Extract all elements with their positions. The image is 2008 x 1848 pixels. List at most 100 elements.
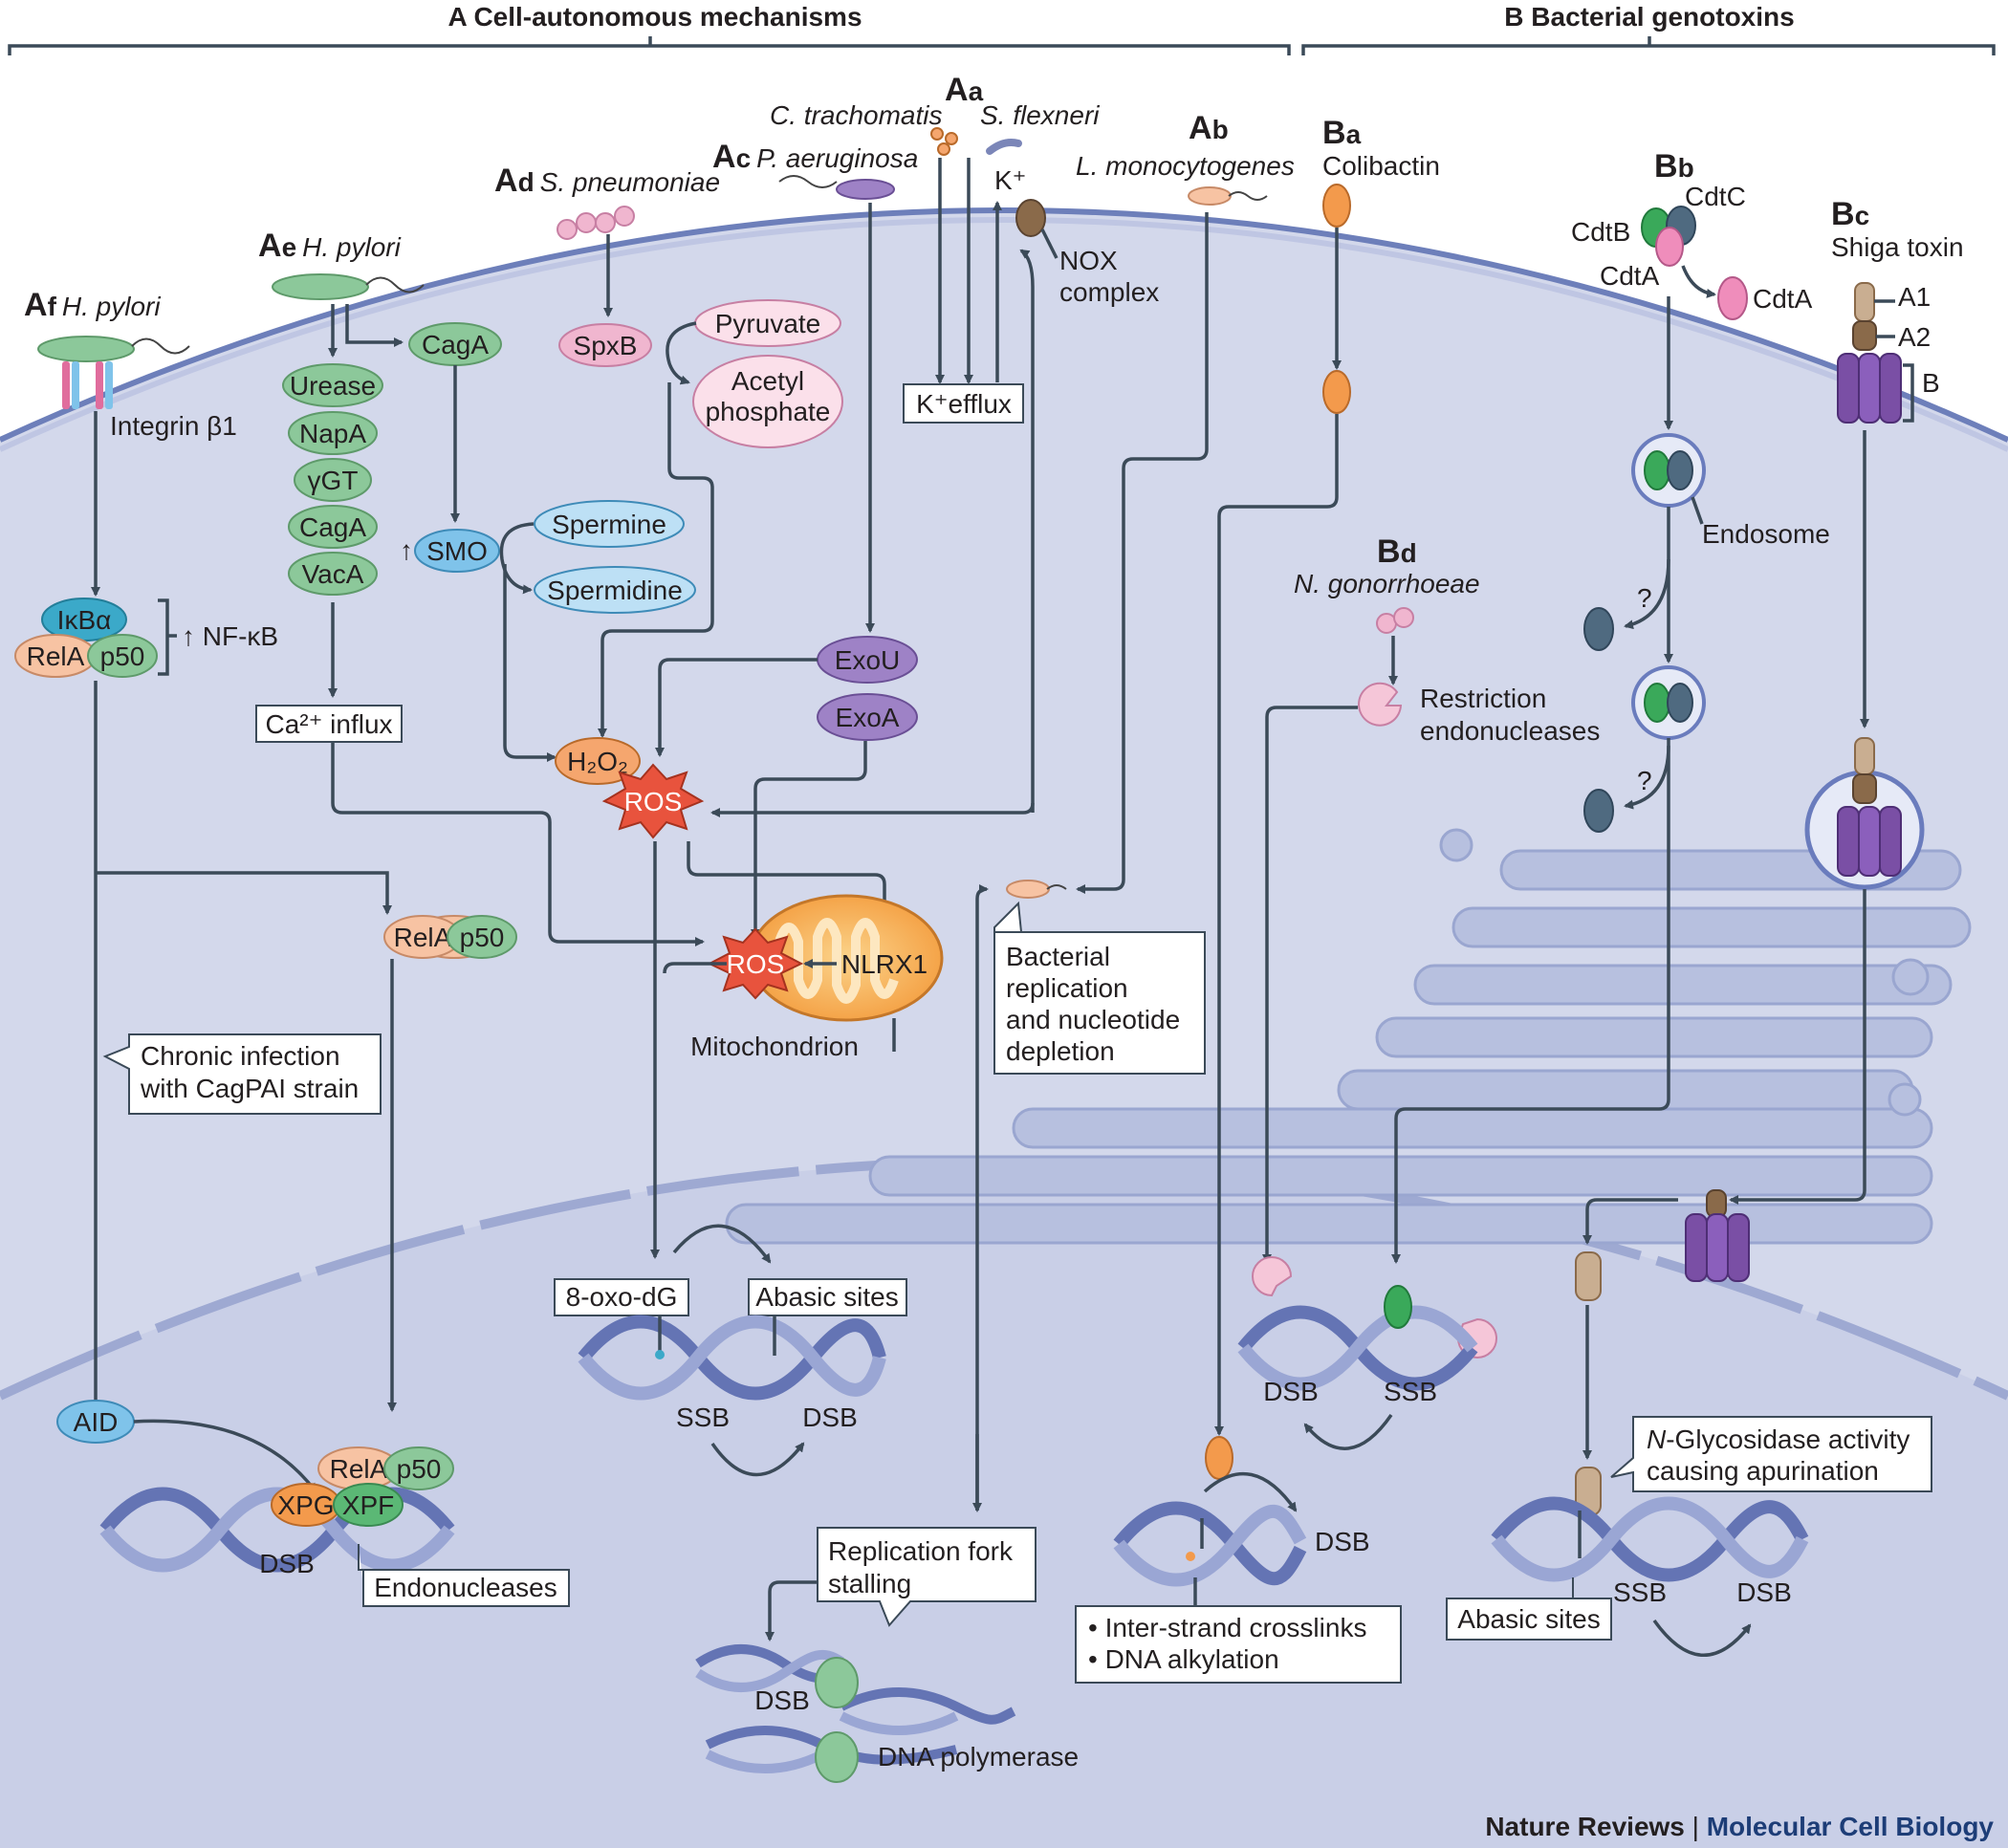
chronic-callout: Chronic infection with CagPAI strain <box>102 1033 382 1115</box>
svg-text:CdtA: CdtA <box>1600 261 1660 291</box>
svg-text:and nucleotide: and nucleotide <box>1006 1005 1180 1034</box>
smo-pathway: ↑ SMO Spermine Spermidine <box>400 500 696 762</box>
panel-bc: Bc Shiga toxin A1 A2 B N-Gl <box>1446 196 1964 1657</box>
svg-text:ROS: ROS <box>624 787 683 816</box>
svg-text:NOX: NOX <box>1059 246 1118 275</box>
mitochondrion: ROS NLRX1 Mitochondrion <box>663 894 944 1061</box>
ros-burst <box>601 763 705 839</box>
svg-text:phosphate: phosphate <box>706 397 831 426</box>
svg-text:RelA: RelA <box>27 641 85 671</box>
svg-text:Bacterial: Bacterial <box>1006 942 1110 971</box>
svg-text:AfH. pylori: AfH. pylori <box>24 287 161 323</box>
svg-text:AeH. pylori: AeH. pylori <box>258 228 402 264</box>
section-b-bracket <box>1301 36 1996 55</box>
svg-text:B: B <box>1922 368 1940 398</box>
shiga-toxin-icon <box>1837 282 1902 424</box>
svg-text:DSB: DSB <box>1315 1527 1370 1556</box>
panel-aa: Aa C. trachomatis S. flexneri K⁺ K⁺efflu… <box>710 72 1159 817</box>
svg-text:A1: A1 <box>1898 282 1931 312</box>
svg-text:Shiga toxin: Shiga toxin <box>1831 232 1964 262</box>
svg-text:Chronic infection: Chronic infection <box>141 1041 340 1071</box>
svg-text:Colibactin: Colibactin <box>1322 151 1440 181</box>
svg-text:• DNA alkylation: • DNA alkylation <box>1088 1644 1279 1674</box>
svg-text:NLRX1: NLRX1 <box>841 949 928 979</box>
svg-text:SMO: SMO <box>426 536 488 566</box>
panel-ba: Ba Colibactin DSB • Inter-strand crossli… <box>1075 115 1440 1684</box>
integrin-icon <box>62 361 113 409</box>
svg-text:CagA: CagA <box>422 330 489 359</box>
ros-cytoplasm: H₂O₂ ROS <box>555 737 889 1259</box>
svg-text:endonucleases: endonucleases <box>1420 716 1600 746</box>
panel-bd: Bd N. gonorrhoeae Restriction endonuclea… <box>1237 533 1600 1450</box>
svg-text:DSB: DSB <box>802 1402 858 1432</box>
svg-text:Mitochondrion: Mitochondrion <box>690 1032 859 1061</box>
svg-text:Acetyl: Acetyl <box>731 366 804 396</box>
svg-text:stalling: stalling <box>828 1569 911 1598</box>
svg-text:K⁺: K⁺ <box>994 165 1026 195</box>
svg-text:IκBα: IκBα <box>57 605 112 635</box>
svg-text:Endonucleases: Endonucleases <box>374 1573 557 1602</box>
svg-text:Integrin β1: Integrin β1 <box>110 411 237 441</box>
panel-ab: Ab L. monocytogenes Bacterial replicatio… <box>972 110 1295 1512</box>
svg-text:replication: replication <box>1006 973 1128 1003</box>
svg-text:N-Glycosidase activity: N-Glycosidase activity <box>1647 1424 1910 1454</box>
svg-text:Pyruvate: Pyruvate <box>715 309 821 338</box>
svg-text:Abasic sites: Abasic sites <box>755 1282 898 1312</box>
svg-text:S. flexneri: S. flexneri <box>980 100 1100 130</box>
svg-text:Urease: Urease <box>290 371 376 401</box>
section-a-title: A Cell-autonomous mechanisms <box>447 2 862 32</box>
svg-text:K⁺efflux: K⁺efflux <box>916 389 1012 419</box>
svg-text:XPF: XPF <box>342 1490 394 1520</box>
svg-text:SSB: SSB <box>1384 1377 1437 1406</box>
svg-text:Spermidine: Spermidine <box>547 576 683 605</box>
svg-text:XPG: XPG <box>277 1490 334 1520</box>
svg-text:↑: ↑ <box>400 535 413 565</box>
svg-text:p50: p50 <box>460 923 505 952</box>
svg-text:Aa: Aa <box>945 72 984 108</box>
svg-text:DSB: DSB <box>1263 1377 1319 1406</box>
cell-membrane <box>0 207 2008 443</box>
svg-text:NapA: NapA <box>299 419 366 448</box>
svg-text:p50: p50 <box>397 1454 442 1484</box>
svg-text:CagA: CagA <box>299 512 366 542</box>
svg-text:ExoA: ExoA <box>836 703 900 732</box>
svg-text:8-oxo-dG: 8-oxo-dG <box>566 1282 678 1312</box>
svg-text:Bc: Bc <box>1831 196 1869 232</box>
svg-text:RelA: RelA <box>330 1454 388 1484</box>
svg-text:DSB: DSB <box>754 1685 810 1715</box>
svg-text:DSB: DSB <box>1736 1577 1792 1607</box>
svg-text:complex: complex <box>1059 277 1159 307</box>
svg-text:H₂O₂: H₂O₂ <box>567 747 628 776</box>
svg-text:DNA polymerase: DNA polymerase <box>878 1742 1079 1772</box>
svg-text:A2: A2 <box>1898 322 1931 352</box>
svg-text:Endosome: Endosome <box>1702 519 1830 549</box>
svg-text:L. monocytogenes: L. monocytogenes <box>1076 151 1295 181</box>
svg-text:causing apurination: causing apurination <box>1647 1456 1879 1486</box>
svg-text:• Inter-strand crosslinks: • Inter-strand crosslinks <box>1088 1613 1366 1642</box>
svg-text:AcP. aeruginosa: AcP. aeruginosa <box>712 139 918 175</box>
svg-text:AdS. pneumoniae: AdS. pneumoniae <box>494 163 720 199</box>
nucleus <box>0 1162 2008 1848</box>
section-b-title: B Bacterial genotoxins <box>1504 2 1794 32</box>
svg-text:Bd: Bd <box>1377 533 1417 570</box>
svg-text:CdtB: CdtB <box>1571 217 1630 247</box>
svg-text:ROS: ROS <box>727 949 785 979</box>
svg-text:with CagPAI strain: with CagPAI strain <box>140 1074 359 1103</box>
svg-text:AID: AID <box>74 1407 119 1437</box>
colibactin-icon <box>1322 184 1351 228</box>
svg-text:Abasic sites: Abasic sites <box>1457 1604 1600 1634</box>
svg-text:VacA: VacA <box>302 559 364 589</box>
svg-text:Spermine: Spermine <box>552 510 666 539</box>
dna-oxidative: 8-oxo-dG Abasic sites SSB DSB <box>554 1224 907 1477</box>
svg-text:SSB: SSB <box>1613 1577 1667 1607</box>
svg-text:Bb: Bb <box>1654 148 1694 185</box>
nox-complex-icon <box>1015 199 1046 237</box>
journal-credit: Nature Reviews | Molecular Cell Biology <box>1485 1812 1994 1841</box>
svg-text:N. gonorrhoeae: N. gonorrhoeae <box>1294 569 1480 598</box>
svg-text:CdtC: CdtC <box>1685 182 1746 211</box>
